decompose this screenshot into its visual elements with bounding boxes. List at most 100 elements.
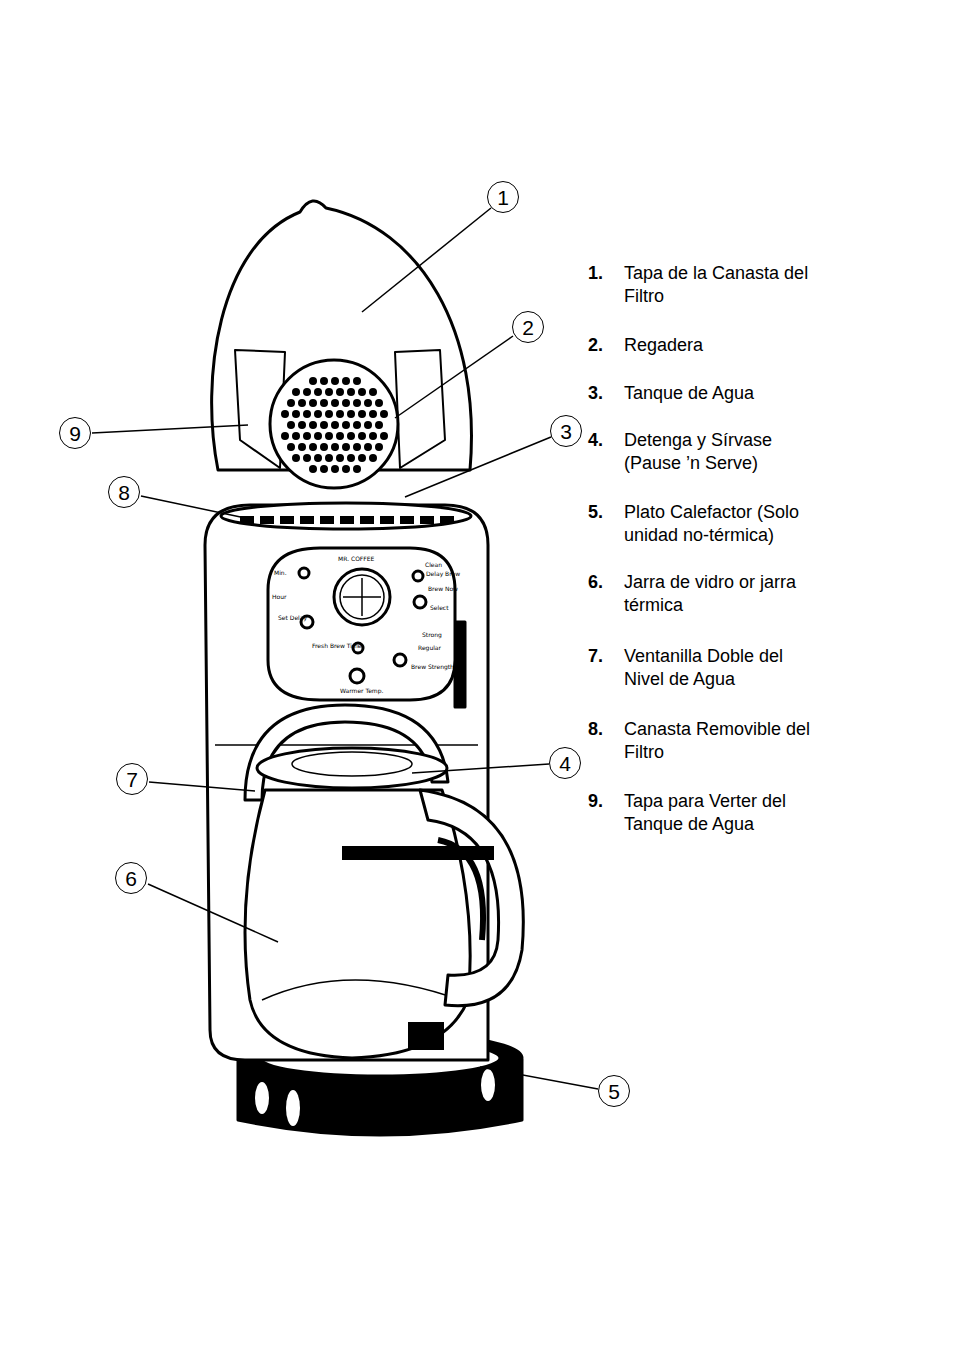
shower-hole — [325, 432, 333, 440]
shower-hole — [325, 410, 333, 418]
shower-hole — [364, 443, 372, 451]
shower-hole — [320, 465, 328, 473]
part-name: Jarra de vidro or jarra térmica — [624, 571, 824, 616]
callout-circle: 5 — [598, 1075, 630, 1107]
part-name: Canasta Removible del Filtro — [624, 718, 824, 763]
shower-hole — [331, 377, 339, 385]
shower-hole — [342, 465, 350, 473]
shower-hole — [353, 377, 361, 385]
callout-number: 1 — [497, 187, 509, 208]
callout-circle: 6 — [115, 862, 147, 894]
shower-hole — [347, 410, 355, 418]
callout-number: 7 — [126, 769, 138, 790]
item-number: 9. — [588, 790, 603, 813]
callout-number: 8 — [118, 482, 130, 503]
panel-text: Fresh Brew Timer — [312, 643, 364, 649]
shower-hole — [331, 421, 339, 429]
shower-hole — [287, 443, 295, 451]
panel-text: Min. — [274, 570, 287, 576]
shower-hole — [358, 432, 366, 440]
shower-hole — [342, 421, 350, 429]
shower-hole — [287, 421, 295, 429]
callout-circle: 9 — [59, 417, 91, 449]
shower-hole — [309, 421, 317, 429]
callout-number: 5 — [608, 1081, 620, 1102]
shower-hole — [320, 421, 328, 429]
shower-hole — [358, 388, 366, 396]
shower-hole — [364, 399, 372, 407]
shower-hole — [292, 454, 300, 462]
shower-hole — [314, 454, 322, 462]
callout-circle: 7 — [116, 763, 148, 795]
callout-number: 2 — [522, 317, 534, 338]
shower-hole — [281, 410, 289, 418]
shower-hole — [364, 421, 372, 429]
part-name: Plato Calefactor (Solo unidad no-térmica… — [624, 501, 824, 546]
item-number: 7. — [588, 645, 603, 668]
shower-hole — [298, 421, 306, 429]
panel-text: Hour — [272, 594, 286, 600]
part-name: Tapa de la Canasta del Filtro — [624, 262, 824, 307]
panel-text: Select — [430, 605, 449, 611]
callout-circle: 1 — [487, 181, 519, 213]
shower-hole — [353, 399, 361, 407]
shower-hole — [320, 399, 328, 407]
callout-number: 3 — [560, 421, 572, 442]
panel-text: Clean — [425, 562, 442, 568]
shower-hole — [292, 388, 300, 396]
item-number: 8. — [588, 718, 603, 741]
shower-hole — [347, 432, 355, 440]
shower-hole — [369, 454, 377, 462]
shower-hole — [281, 432, 289, 440]
shower-hole — [325, 388, 333, 396]
shower-hole — [375, 443, 383, 451]
shower-hole — [342, 399, 350, 407]
callout-circle: 2 — [512, 311, 544, 343]
shower-hole — [331, 399, 339, 407]
panel-text: Warmer Temp. — [340, 688, 383, 694]
shower-hole — [303, 454, 311, 462]
shower-hole — [336, 454, 344, 462]
panel-text: Brew Now — [428, 586, 458, 592]
panel-text: Brew Strength — [411, 664, 454, 670]
shower-hole — [375, 421, 383, 429]
shower-hole — [369, 388, 377, 396]
item-number: 2. — [588, 334, 603, 357]
shower-hole — [292, 432, 300, 440]
shower-hole — [303, 432, 311, 440]
part-name: Tapa para Verter del Tanque de Agua — [624, 790, 824, 835]
callout-number: 9 — [69, 423, 81, 444]
item-number: 6. — [588, 571, 603, 594]
shower-hole — [314, 410, 322, 418]
shower-hole — [314, 432, 322, 440]
callout-number: 4 — [559, 753, 571, 774]
shower-hole — [314, 388, 322, 396]
shower-hole — [347, 454, 355, 462]
panel-text: Strong — [422, 632, 442, 638]
shower-hole — [380, 432, 388, 440]
shower-hole — [309, 399, 317, 407]
brand-text: MR. COFFEE — [338, 556, 374, 562]
item-number: 1. — [588, 262, 603, 285]
callout-number: 6 — [125, 868, 137, 889]
shower-hole — [369, 410, 377, 418]
shower-hole — [309, 377, 317, 385]
shower-hole — [320, 443, 328, 451]
shower-hole — [303, 388, 311, 396]
shower-hole — [298, 443, 306, 451]
shower-hole — [358, 410, 366, 418]
shower-hole — [375, 399, 383, 407]
shower-hole — [342, 443, 350, 451]
item-number: 5. — [588, 501, 603, 524]
part-name: Detenga y Sírvase (Pause ’n Serve) — [624, 429, 824, 474]
shower-hole — [309, 443, 317, 451]
shower-hole — [309, 465, 317, 473]
shower-hole — [336, 410, 344, 418]
shower-hole — [358, 454, 366, 462]
shower-hole — [347, 388, 355, 396]
callout-circle: 3 — [550, 415, 582, 447]
shower-hole — [320, 377, 328, 385]
part-name: Ventanilla Doble del Nivel de Agua — [624, 645, 824, 690]
item-number: 3. — [588, 382, 603, 405]
